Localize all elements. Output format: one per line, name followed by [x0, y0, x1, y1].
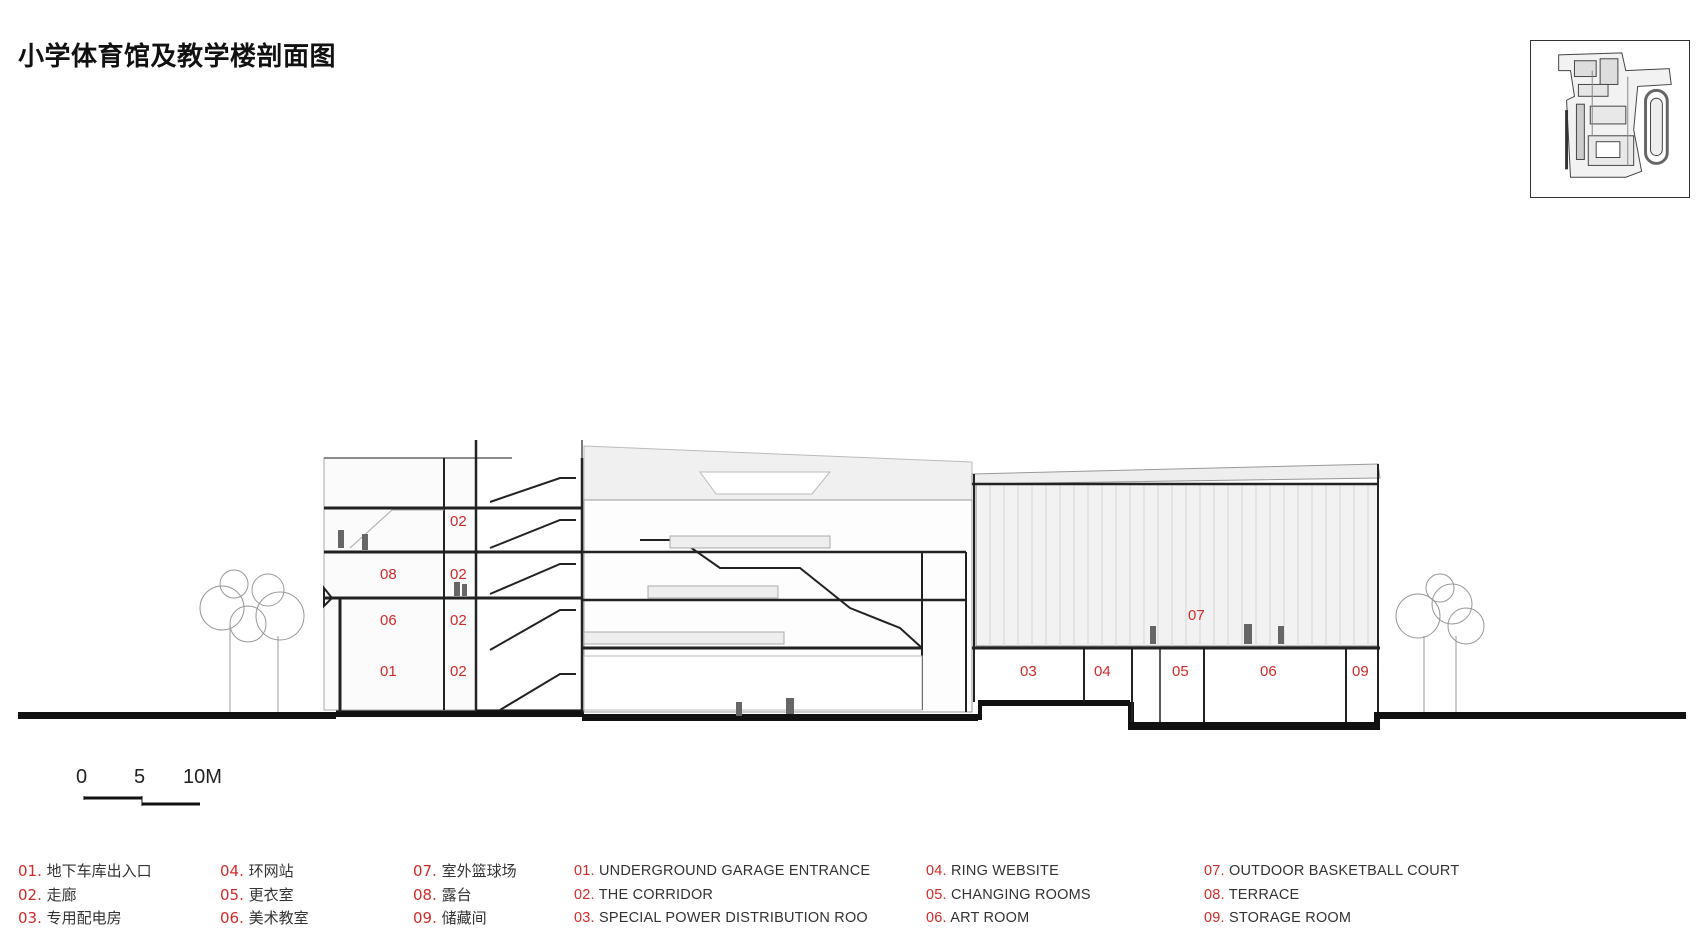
key-plan-map	[1530, 40, 1690, 198]
legend-item: 03. SPECIAL POWER DISTRIBUTION ROO	[574, 910, 868, 926]
legend-item: 02. THE CORRIDOR	[574, 886, 714, 903]
legend-item: 05. CHANGING ROOMS	[926, 886, 1091, 903]
room-label: 08	[380, 566, 397, 583]
teaching-building	[323, 440, 584, 712]
gymnasium-block	[582, 445, 973, 713]
drawing-title: 小学体育馆及教学楼剖面图	[18, 42, 337, 72]
legend-item: 02. 走廊	[18, 885, 77, 904]
legend-item: 01. UNDERGROUND GARAGE ENTRANCE	[574, 863, 871, 879]
legend-item: 06. ART ROOM	[926, 910, 1030, 926]
room-label: 02	[450, 663, 467, 680]
legend-cn-col-3: 07. 室外篮球场 08. 露台 09. 储藏间	[413, 860, 517, 931]
scale-label-5: 5	[134, 766, 146, 788]
room-labels: 02 08 02 06 02 01 02 07 03 04 05 06 09	[380, 513, 1369, 680]
legend-item: 04. 环网站	[220, 862, 294, 880]
room-label: 05	[1172, 663, 1189, 680]
room-label: 02	[450, 513, 467, 530]
room-label: 02	[450, 612, 467, 629]
room-label: 06	[1260, 663, 1277, 680]
room-label: 01	[380, 663, 397, 680]
scale-bar: 0 5 10M	[70, 760, 230, 810]
legend-en-col-1: 01. UNDERGROUND GARAGE ENTRANCE 02. THE …	[574, 860, 870, 931]
legend-item: 03. 专用配电房	[18, 909, 122, 927]
legend-item: 07. 室外篮球场	[413, 862, 517, 880]
room-label: 07	[1188, 607, 1205, 624]
legend-item: 05. 更衣室	[220, 885, 294, 904]
legend-item: 09. 储藏间	[413, 909, 487, 927]
legend-item: 09. STORAGE ROOM	[1204, 910, 1352, 926]
room-label: 03	[1020, 663, 1037, 680]
scale-label-10m: 10M	[183, 766, 222, 788]
legend-en-col-2: 04. RING WEBSITE 05. CHANGING ROOMS 06. …	[926, 860, 1091, 931]
legend-item: 04. RING WEBSITE	[926, 863, 1059, 879]
tree-left	[199, 569, 305, 712]
room-label: 09	[1352, 663, 1369, 680]
legend-item: 01. 地下车库出入口	[18, 862, 152, 880]
tree-right	[1395, 573, 1485, 712]
legend-item: 07. OUTDOOR BASKETBALL COURT	[1204, 863, 1460, 879]
legend-cn-col-2: 04. 环网站 05. 更衣室 06. 美术教室	[220, 860, 309, 931]
legend-cn-col-1: 01. 地下车库出入口 02. 走廊 03. 专用配电房	[18, 860, 152, 931]
basketball-court-block	[736, 463, 1381, 722]
legend-item: 06. 美术教室	[220, 909, 309, 927]
room-label: 06	[380, 612, 397, 629]
legend-item: 08. 露台	[413, 885, 472, 904]
room-label: 02	[450, 566, 467, 583]
legend-item: 08. TERRACE	[1204, 886, 1300, 903]
scale-label-0: 0	[76, 766, 88, 788]
building-section-drawing: 02 08 02 06 02 01 02 07 03 04 05 06 09	[18, 440, 1686, 730]
legend-en-col-3: 07. OUTDOOR BASKETBALL COURT 08. TERRACE…	[1204, 860, 1459, 931]
room-label: 04	[1094, 663, 1111, 680]
